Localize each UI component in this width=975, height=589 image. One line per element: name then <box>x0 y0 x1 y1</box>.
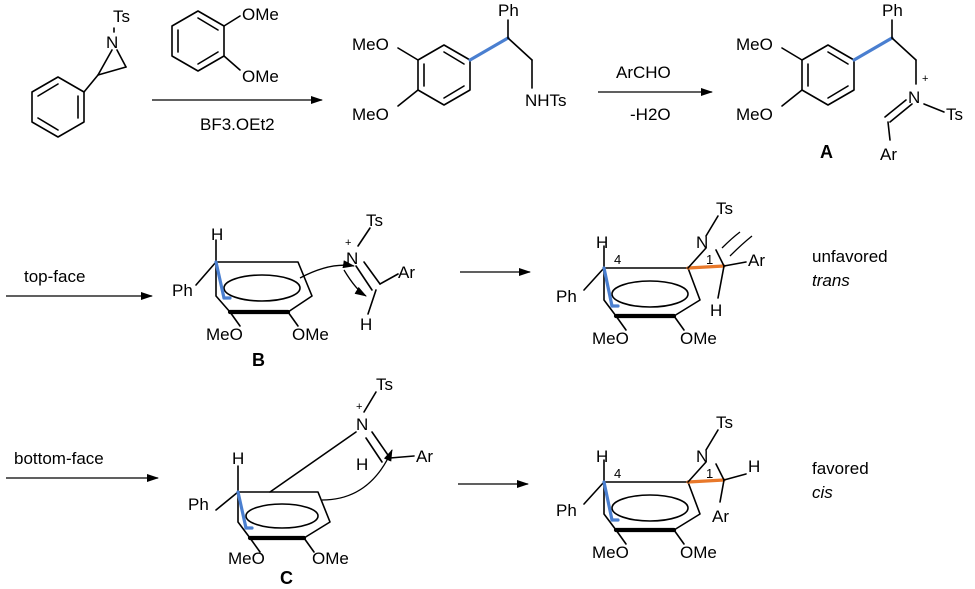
B-ph-label: Ph <box>172 281 193 300</box>
cis-ar-label: Ar <box>712 507 729 526</box>
B-h-label: H <box>211 225 223 244</box>
favored-label: favored <box>812 459 869 478</box>
B-n-label: N <box>346 249 358 268</box>
cis-stereo-label: cis <box>812 483 833 502</box>
C-plus-charge: + <box>356 401 362 413</box>
C-ar-label: Ar <box>416 447 433 466</box>
unfavored-label: unfavored <box>812 247 888 266</box>
phenyl-aziridine: N Ts <box>31 7 130 138</box>
bf3-reagent: BF3.OEt2 <box>200 115 275 134</box>
cis-h4-label: H <box>596 447 608 466</box>
compound-label-A: A <box>820 142 833 162</box>
cis-ts-label: Ts <box>716 413 733 432</box>
veratrole: OMe OMe <box>171 5 279 86</box>
A-meo-top: MeO <box>736 35 773 54</box>
B-meo-label: MeO <box>206 325 243 344</box>
veratrole-ome-top: OMe <box>242 5 279 24</box>
water-loss: -H2O <box>630 105 671 124</box>
B-ome-label: OMe <box>292 325 329 344</box>
trans-h1-label: H <box>710 301 722 320</box>
compound-label-C: C <box>280 568 293 588</box>
B-plus-charge: + <box>345 237 351 249</box>
A-ts-label: Ts <box>946 105 963 124</box>
iminium-A: Ph MeO MeO N + Ts Ar A <box>736 1 963 164</box>
trans-h4-label: H <box>596 233 608 252</box>
cis-ph-label: Ph <box>556 501 577 520</box>
amine-nhts-label: NHTs <box>525 91 567 110</box>
C-ome-label: OMe <box>312 549 349 568</box>
trans-stereo-label: trans <box>812 271 850 290</box>
A-meo-bottom: MeO <box>736 105 773 124</box>
trans-ph-label: Ph <box>556 287 577 306</box>
sulfonamide-product: Ph MeO MeO NHTs <box>352 1 567 124</box>
compound-label-B: B <box>252 350 265 370</box>
C-h2-label: H <box>356 455 368 474</box>
bottom-face-label: bottom-face <box>14 449 104 468</box>
archo-reagent: ArCHO <box>616 63 671 82</box>
cis-ome-label: OMe <box>680 543 717 562</box>
top-face-label: top-face <box>24 267 85 286</box>
cis-c1-label: 1 <box>706 466 713 481</box>
C-ph-label: Ph <box>188 495 209 514</box>
veratrole-ome-bottom: OMe <box>242 67 279 86</box>
transition-state-C: H Ph MeO OMe N + Ts H Ar C <box>188 375 433 588</box>
trans-product: H 4 Ph MeO OMe N Ts 1 Ar H <box>556 199 765 348</box>
aziridine-n-label: N <box>106 33 118 52</box>
amine-ph-label: Ph <box>498 1 519 20</box>
trans-ar-label: Ar <box>748 251 765 270</box>
A-plus-charge: + <box>922 73 928 85</box>
B-ar-label: Ar <box>398 263 415 282</box>
A-ph-label: Ph <box>882 1 903 20</box>
C-ts-label: Ts <box>376 375 393 394</box>
cis-meo-label: MeO <box>592 543 629 562</box>
amine-meo-top: MeO <box>352 35 389 54</box>
cis-product: H 4 Ph MeO OMe N Ts 1 H Ar <box>556 413 760 562</box>
A-ar-label: Ar <box>880 145 897 164</box>
C-meo-label: MeO <box>228 549 265 568</box>
transition-state-B: H Ph MeO OMe N + Ts Ar H B <box>172 211 415 370</box>
trans-n-label: N <box>696 233 708 252</box>
trans-ts-label: Ts <box>716 199 733 218</box>
C-n-label: N <box>356 415 368 434</box>
trans-meo-label: MeO <box>592 329 629 348</box>
cis-c4-label: 4 <box>614 466 621 481</box>
trans-ome-label: OMe <box>680 329 717 348</box>
B-ts-label: Ts <box>366 211 383 230</box>
aziridine-ts-label: Ts <box>113 7 130 26</box>
C-h-label: H <box>232 449 244 468</box>
B-h2-label: H <box>360 315 372 334</box>
A-n-label: N <box>908 88 920 107</box>
trans-c4-label: 4 <box>614 252 621 267</box>
cis-n-label: N <box>696 447 708 466</box>
amine-meo-bottom: MeO <box>352 105 389 124</box>
trans-c1-label: 1 <box>706 252 713 267</box>
cis-h1-label: H <box>748 457 760 476</box>
